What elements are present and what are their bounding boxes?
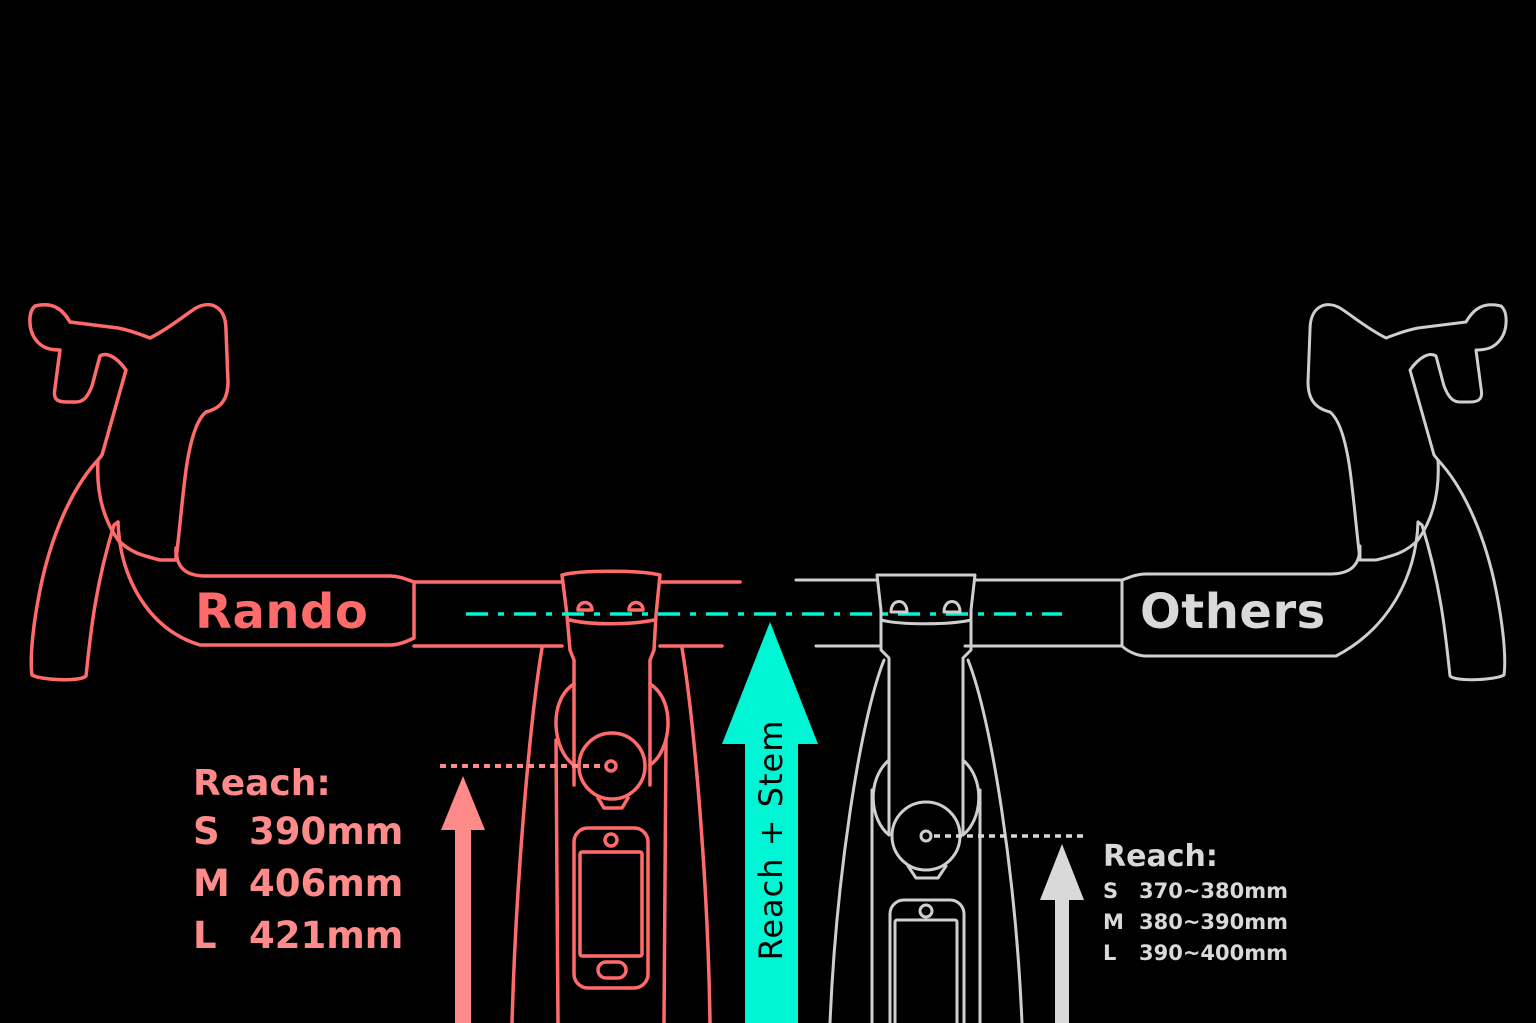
others-drop-outline: [1416, 458, 1507, 682]
reach-value: 380~390mm: [1139, 910, 1289, 934]
rando-shifter-hood-outline: [28, 302, 230, 562]
reach-value: 390~400mm: [1139, 941, 1289, 965]
rando-reach-arrow: [441, 776, 485, 1023]
rando-reach-specs: Reach: S 390mm M 406mm L 421mm: [193, 762, 403, 962]
rando-phone-mount: [572, 826, 650, 990]
others-reach-row-s: S 370~380mm: [1103, 876, 1288, 907]
others-brand-label: Others: [1140, 584, 1326, 640]
size-label: L: [1103, 941, 1117, 965]
others-reach-row-l: L 390~400mm: [1103, 938, 1288, 969]
size-label: L: [193, 914, 217, 957]
rando-steerer-cap: [577, 731, 647, 801]
rando-reach-row-m: M 406mm: [193, 858, 403, 910]
size-label: M: [193, 862, 230, 905]
reach-stem-label: Reach + Stem: [752, 719, 790, 961]
reach-value: 370~380mm: [1139, 879, 1289, 903]
others-reach-title: Reach:: [1103, 839, 1218, 874]
rando-handlebar: [28, 302, 742, 1023]
size-label: M: [1103, 910, 1124, 934]
rando-reach-title: Reach:: [193, 763, 331, 804]
others-shifter-hood-outline: [1306, 303, 1508, 562]
others-reach-arrow: [1040, 844, 1084, 1023]
rando-bar-top-outline: [116, 520, 416, 647]
rando-stem-outline: [560, 569, 662, 787]
rando-headset-ring: [554, 682, 670, 767]
others-phone-mount: [888, 898, 966, 1023]
others-frame-outer: [828, 658, 1024, 1023]
reach-stem-arrow: [722, 622, 818, 1023]
rando-brand-label: Rando: [195, 584, 369, 640]
others-bar-top-outline: [1120, 520, 1420, 658]
others-reach-specs: Reach: S 370~380mm M 380~390mm L 390~400…: [1103, 838, 1288, 969]
rando-drop-outline: [29, 458, 120, 682]
size-label: S: [193, 810, 220, 853]
rando-reach-row-s: S 390mm: [193, 806, 403, 858]
rando-reach-row-l: L 421mm: [193, 910, 403, 962]
others-reach-row-m: M 380~390mm: [1103, 907, 1288, 938]
others-stem-outline: [875, 573, 977, 837]
size-label: S: [1103, 879, 1119, 903]
reach-value: 390mm: [249, 810, 404, 853]
rando-frame-outer: [510, 646, 712, 1023]
others-handlebar: [794, 303, 1508, 1023]
reach-value: 421mm: [249, 914, 404, 957]
reach-value: 406mm: [249, 862, 404, 905]
